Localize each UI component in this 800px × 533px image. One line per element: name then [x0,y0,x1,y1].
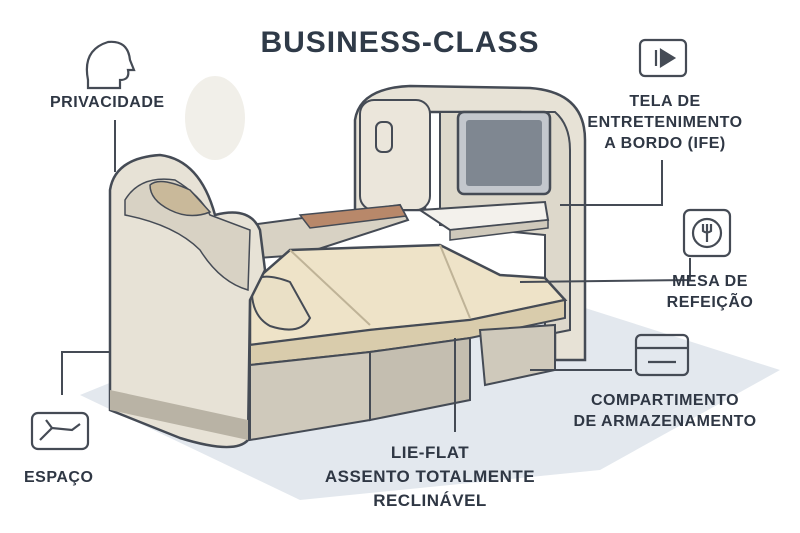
bed-seam-1 [289,249,371,326]
label-lieflat-line-2: ASSENTO TOTALMENTE [324,467,536,486]
dining-table-edge [449,219,549,241]
label-storage-line-2: DE ARMAZENAMENTO [573,413,757,430]
wood-trim [298,204,408,229]
bed-seam-2 [439,244,471,319]
line-space [61,351,110,395]
drawer-icon [634,333,690,377]
line-dining [519,258,691,283]
label-dining-line-1: MESA DE [672,273,748,290]
callout-lines [61,120,691,432]
pillow [250,275,312,331]
line-ife [560,160,663,206]
headrest [149,180,212,217]
fork-plate-icon [682,208,732,258]
label-ife: TELA DE ENTRETENIMENTO A BORDO (IFE) [580,91,750,154]
label-privacy: PRIVACIDADE [50,94,165,111]
label-dining: MESA DE REFEIÇÃO [650,271,770,313]
reading-light [375,121,393,153]
label-storage-line-1: COMPARTIMENTO [590,392,740,409]
ife-screen-glass [466,120,542,186]
label-dining-line-2: REFEIÇÃO [666,294,754,311]
decor-blob [185,76,245,160]
label-storage: COMPARTIMENTO DE ARMAZENAMENTO [560,390,770,432]
page-title: BUSINESS-CLASS [260,26,540,59]
play-screen-icon [638,38,688,78]
rear-shell-panel [359,99,431,211]
label-lieflat-line-3: RECLINÁVEL [373,491,487,510]
label-ife-line-1: TELA DE [629,93,701,110]
center-base [369,336,471,422]
label-lieflat: LIE-FLAT ASSENTO TOTALMENTE RECLINÁVEL [290,441,570,513]
label-ife-line-2: ENTRETENIMENTO [587,114,743,131]
privacy-shell-inner [124,178,251,291]
label-space: ESPAÇO [24,469,94,486]
label-ife-line-3: A BORDO (IFE) [604,135,726,152]
privacy-shell-base [110,390,248,440]
reclined-seat-icon [30,411,90,451]
label-lieflat-line-1: LIE-FLAT [390,443,470,462]
head-profile-icon [85,40,136,90]
